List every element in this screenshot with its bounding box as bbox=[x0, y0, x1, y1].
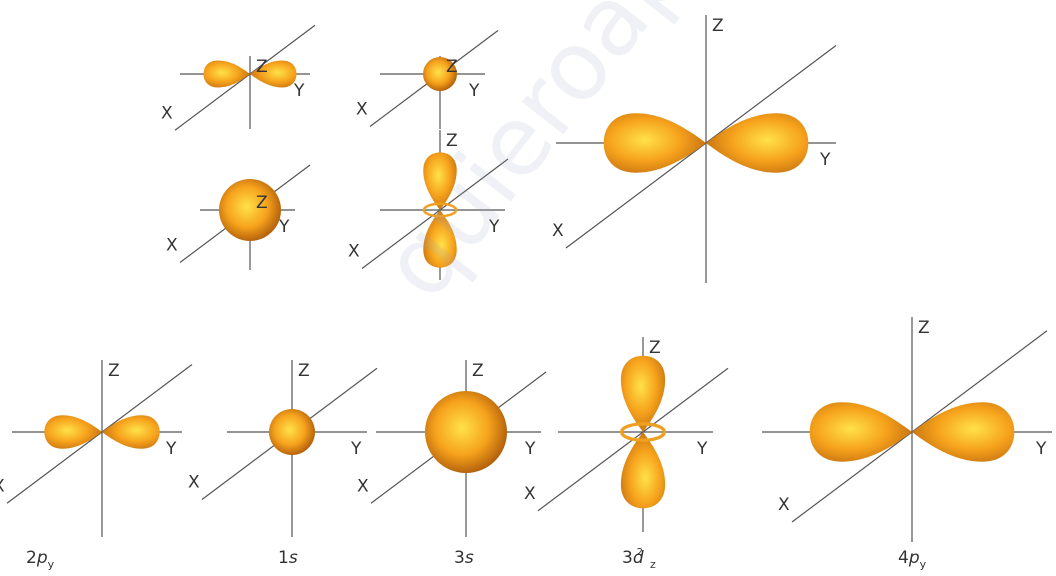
y-axis-label: Y bbox=[819, 150, 831, 170]
x-axis bbox=[6, 364, 193, 504]
orbital-lobe-right bbox=[706, 113, 809, 173]
x-axis bbox=[565, 45, 837, 249]
y-axis-label: Y bbox=[524, 439, 536, 459]
z-axis-label: Z bbox=[712, 16, 724, 36]
z-axis-label: Z bbox=[918, 318, 930, 338]
orbital-lobe-left bbox=[809, 402, 912, 462]
z-axis-label: Z bbox=[256, 57, 268, 77]
x-axis-label: X bbox=[356, 100, 368, 120]
y-axis-label: Y bbox=[165, 439, 177, 459]
z-axis-label: Z bbox=[446, 131, 458, 151]
y-axis-label: Y bbox=[488, 217, 500, 237]
orbital-sphere bbox=[423, 57, 457, 91]
y-axis-label: Y bbox=[1035, 439, 1047, 459]
z-axis-label: Z bbox=[108, 361, 120, 381]
caption-2py: 2py bbox=[26, 548, 55, 571]
z-axis-label: Z bbox=[649, 338, 661, 358]
y-axis-label: Y bbox=[350, 439, 362, 459]
x-axis bbox=[361, 158, 509, 269]
panel-small-2py: Z Y X bbox=[161, 24, 316, 131]
orbital-sphere bbox=[219, 179, 281, 241]
panel-2py: Z Y X bbox=[0, 360, 193, 537]
orbital-torus bbox=[422, 202, 458, 218]
x-axis-label: X bbox=[357, 476, 369, 496]
orbital-lobe-left bbox=[44, 415, 102, 449]
panel-3dz2: Z Y X bbox=[524, 337, 729, 532]
caption-4py: 4py bbox=[898, 548, 927, 571]
z-axis-label: Z bbox=[256, 193, 268, 213]
panel-large-4py: Z Y X bbox=[552, 15, 837, 283]
x-axis-label: X bbox=[348, 242, 360, 262]
orbital-sphere bbox=[269, 409, 315, 455]
panel-1s: ZYX bbox=[188, 360, 378, 537]
orbital-torus bbox=[620, 422, 666, 442]
y-axis-label: Y bbox=[278, 217, 290, 237]
x-axis bbox=[791, 330, 1048, 523]
x-axis-label: X bbox=[166, 236, 178, 256]
x-axis-label: X bbox=[0, 476, 5, 496]
orbital-lobe-right bbox=[912, 402, 1015, 462]
orbital-sphere bbox=[425, 391, 507, 473]
caption-3s: 3s bbox=[454, 548, 474, 568]
panel-small-3s: ZY X bbox=[166, 164, 311, 270]
x-axis-label: X bbox=[188, 473, 200, 493]
orbital-lobe-left bbox=[603, 113, 706, 173]
orbital-lobe-right bbox=[102, 415, 160, 449]
z-axis-label: Z bbox=[298, 361, 310, 381]
caption-3dz2: 3d2z bbox=[622, 547, 656, 571]
x-axis-label: X bbox=[524, 484, 536, 504]
panel-small-3dz2: Z Y X bbox=[348, 130, 509, 280]
y-axis-label: Y bbox=[468, 81, 480, 101]
z-axis-label: Z bbox=[446, 57, 458, 77]
x-axis-label: X bbox=[552, 221, 564, 241]
x-axis-label: X bbox=[161, 103, 173, 123]
panel-small-1s: ZY X bbox=[356, 30, 499, 129]
caption-1s: 1s bbox=[278, 548, 298, 568]
y-axis-label: Y bbox=[293, 81, 305, 101]
x-axis-label: X bbox=[778, 495, 790, 515]
y-axis-label: Y bbox=[696, 439, 708, 459]
x-axis bbox=[174, 24, 316, 131]
orbital-lobe-left bbox=[203, 60, 250, 88]
z-axis-label: Z bbox=[472, 361, 484, 381]
panel-4py: Z Y X bbox=[762, 317, 1052, 542]
panel-3s: Z Y X bbox=[357, 360, 547, 537]
